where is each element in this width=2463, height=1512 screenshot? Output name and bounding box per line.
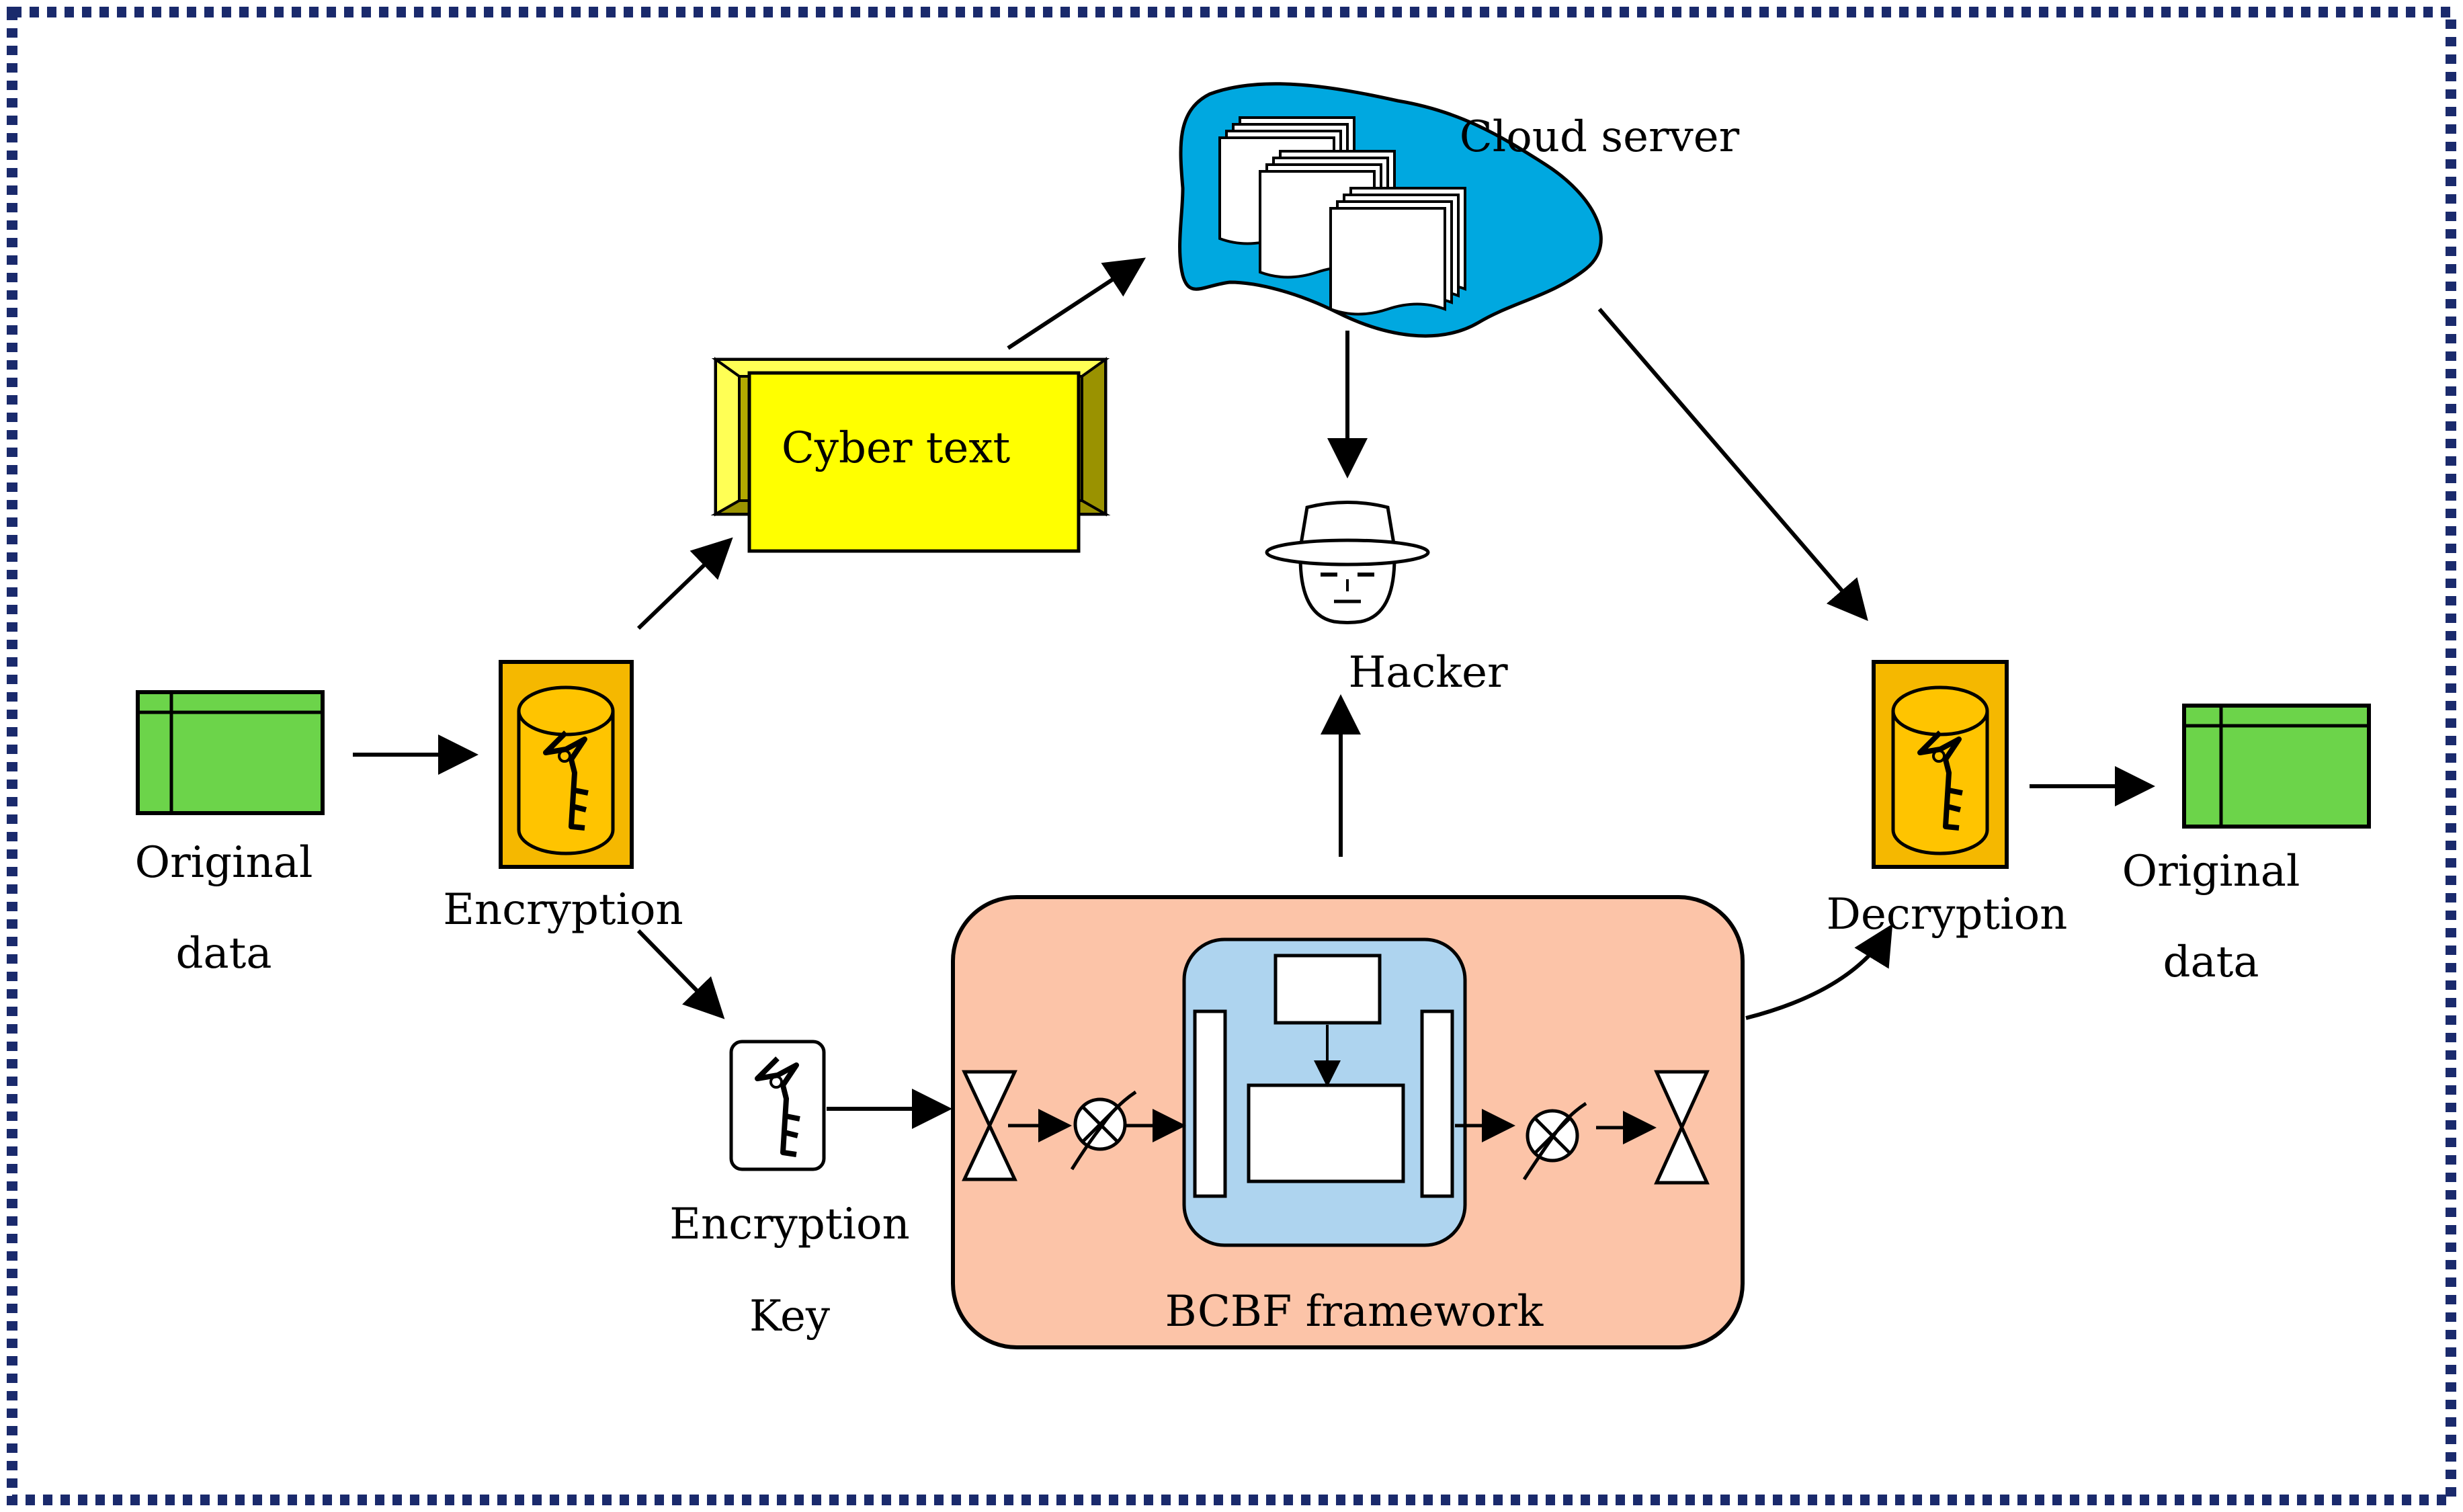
encryption-key-label: Encryption (669, 1200, 909, 1249)
cyber-text-box (710, 357, 1111, 553)
inner-right-bar (1420, 1009, 1454, 1198)
inner-left-bar (1193, 1009, 1227, 1198)
original-data-right-label: Original (2122, 847, 2300, 896)
original-data-right-label-2: data (2163, 937, 2259, 987)
inner-center-box (1247, 1083, 1405, 1183)
framework-label: BCBF framework (1165, 1287, 1544, 1337)
cloud-server-label: Cloud server (1460, 112, 1740, 162)
decryption-lock-icon (1872, 660, 2009, 869)
arrow-encryption-to-key (636, 929, 725, 1019)
multiply-node-left-icon (1070, 1090, 1137, 1171)
arrow-cloud-to-decryption (1597, 308, 1868, 622)
multiply-node-right-icon (1522, 1101, 1587, 1181)
encryption-key-icon (729, 1040, 826, 1171)
cloud-server-icon (1178, 82, 1603, 338)
hacker-icon (1265, 501, 1430, 624)
hourglass-right-icon (1654, 1070, 1710, 1185)
arrow-cybertext-to-cloud (1007, 257, 1146, 350)
cyber-text-label: Cyber text (782, 423, 1011, 473)
outer-frame (7, 7, 2456, 1505)
hacker-label: Hacker (1348, 648, 1507, 698)
decryption-label: Decryption (1827, 890, 2068, 939)
inner-top-box (1274, 954, 1382, 1025)
encryption-key-label-2: Key (749, 1292, 830, 1341)
original-data-left-label: Original (135, 838, 313, 888)
arrow-framework-to-decryption (1745, 923, 1893, 1020)
original-data-left-table (136, 690, 325, 815)
original-data-left-label-2: data (176, 929, 272, 978)
encryption-lock-icon (499, 660, 634, 869)
encryption-label: Encryption (443, 885, 683, 935)
hourglass-left-icon (962, 1070, 1017, 1181)
arrow-encryption-to-cybertext (636, 537, 733, 630)
original-data-right-table (2182, 704, 2371, 829)
